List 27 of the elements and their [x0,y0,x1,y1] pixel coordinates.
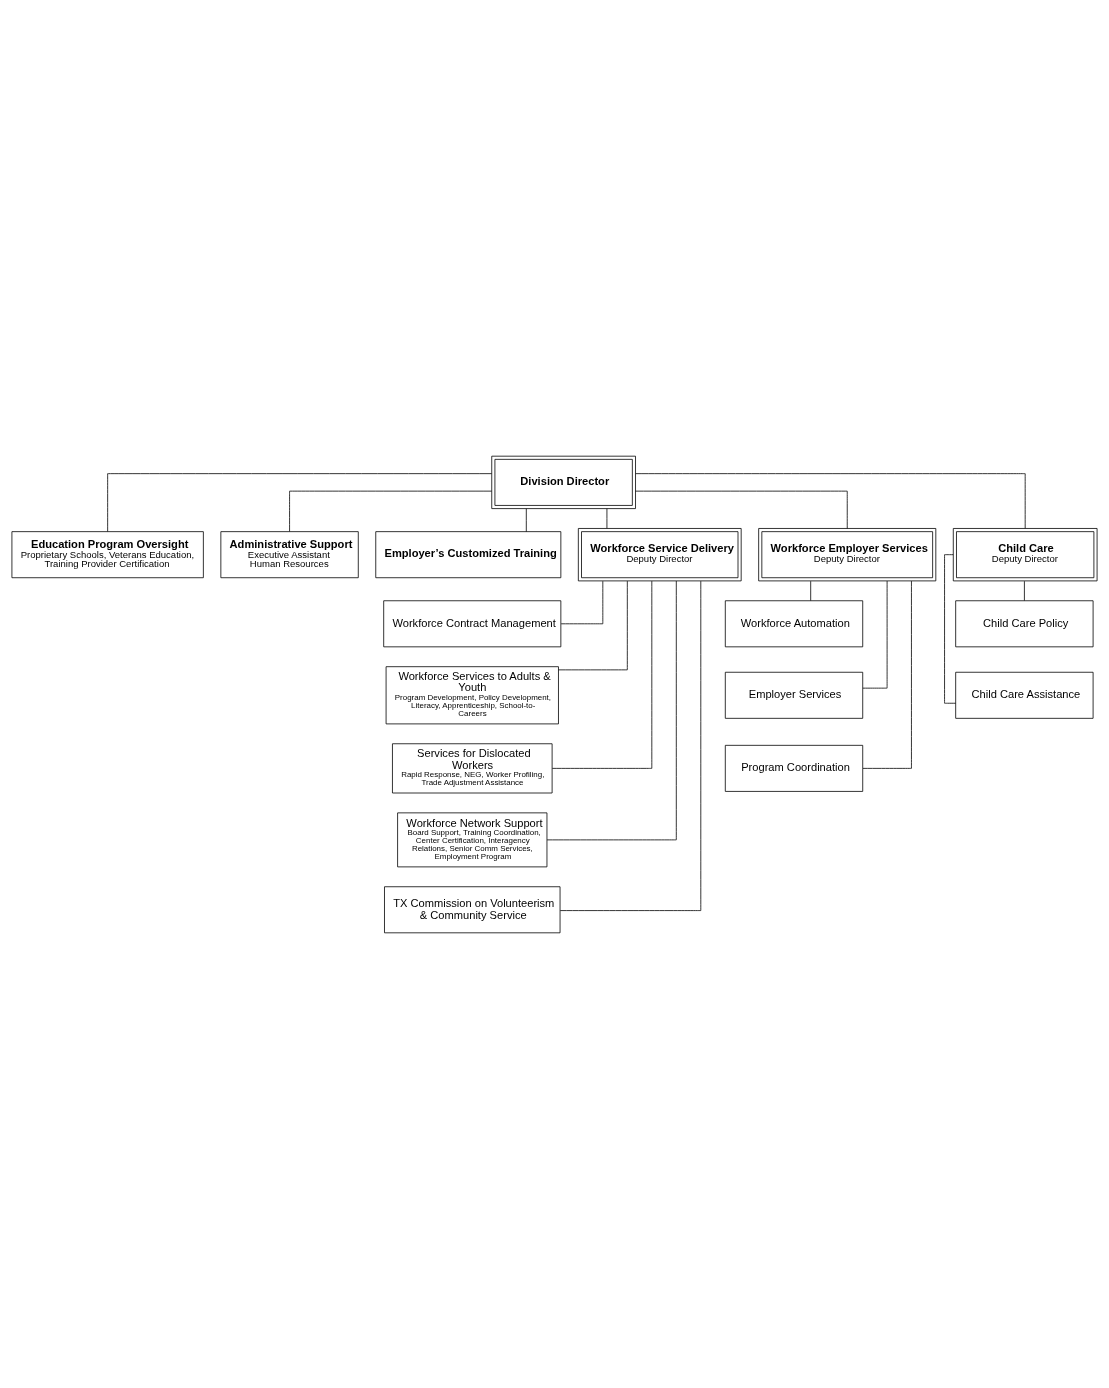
connector [862,580,912,769]
connector [606,507,608,529]
node-box: Services for Dislocated Workers Rapid Response, NEG, Worker Profiling, Trade Adjustment Assistance [392,742,553,793]
connector [1024,580,1025,601]
connector [559,580,702,911]
connector [107,472,493,532]
connector [289,490,493,532]
connector [551,580,653,769]
node-box: Workforce Contract Management [383,599,562,647]
node-box: Workforce Automation [724,599,864,647]
node-box: Workforce Network Support Board Support, Training Coordination, Center Certification, Interagency Relations, Senior Comm Services, Employment Program [397,811,548,867]
connector [546,580,677,840]
node-box: Administrative Support Executive Assistant Human Resources [220,530,359,578]
node-box: Program Coordination [724,744,864,792]
node-box: Workforce Services to Adults & Youth Program Development, Policy Development, Literacy, Apprenticeship, School-to-Careers [385,665,559,724]
node-box: Child Care Policy [955,599,1094,647]
node-box: Child Care Assistance [955,671,1094,719]
node-box: Employer Services [724,671,864,719]
connector [525,507,527,532]
node-box: Education Program Oversight Proprietary Schools, Veterans Education, Training Provider Certification [11,530,204,578]
connector [635,490,848,529]
connector [810,580,812,601]
node-box: TX Commission on Volunteerism & Community Service [384,885,561,933]
connector [558,580,628,670]
node-box: Employer’s Customized Training [375,530,562,578]
connector [944,553,957,704]
connector [635,472,1026,529]
